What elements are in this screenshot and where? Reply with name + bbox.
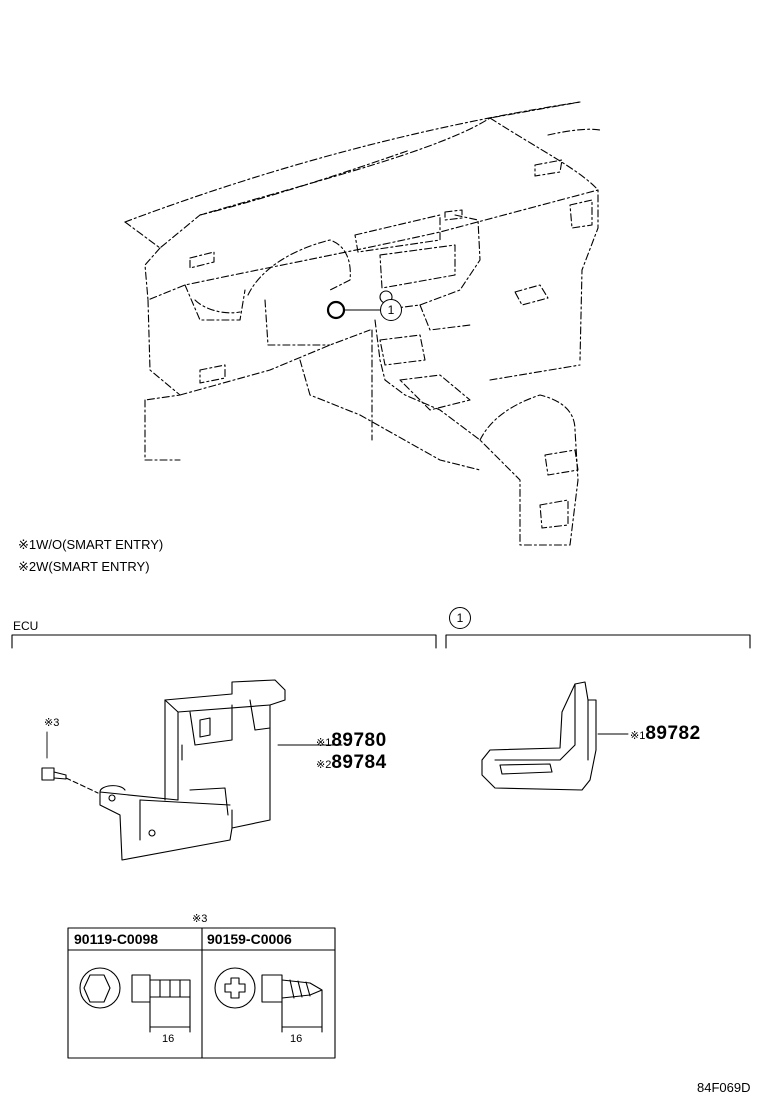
ecu-illustration <box>41 679 343 861</box>
note-1-mark: ※1 <box>18 537 37 552</box>
note-2-text: W(SMART ENTRY) <box>36 559 150 574</box>
bracket-section-bracket <box>445 634 751 649</box>
fastener-table <box>67 927 336 1059</box>
table-header-screw[interactable]: 90159-C0006 <box>207 931 292 947</box>
table-header-bolt[interactable]: 90119-C0098 <box>74 931 159 947</box>
bracket-illustration <box>481 681 629 791</box>
bracket-part[interactable]: ※189782 <box>630 723 701 745</box>
ecu-section-bracket <box>11 634 437 649</box>
ecu-part-2-number[interactable]: 89784 <box>331 752 387 773</box>
dashboard-illustration <box>124 101 601 546</box>
note-2-mark: ※2 <box>18 559 37 574</box>
ecu-part-1-mark: ※1 <box>316 737 332 749</box>
ecu-part-2-mark: ※2 <box>316 759 332 771</box>
note-2: ※2W(SMART ENTRY) <box>18 559 150 575</box>
table-mark: ※3 <box>192 913 208 925</box>
dashboard-callout[interactable]: 1 <box>380 299 402 321</box>
bolt-mark: ※3 <box>44 717 60 729</box>
ecu-section-label: ECU <box>13 619 39 633</box>
part-location-marker <box>326 300 346 320</box>
note-1: ※1W/O(SMART ENTRY) <box>18 537 163 553</box>
screw-length-dimension: 16 <box>290 1033 303 1045</box>
ecu-part-2[interactable]: ※289784 <box>316 752 387 774</box>
bracket-part-number[interactable]: 89782 <box>645 723 701 744</box>
note-1-text: W/O(SMART ENTRY) <box>36 537 164 552</box>
bolt-length-dimension: 16 <box>162 1033 175 1045</box>
diagram-code: 84F069D <box>697 1080 751 1095</box>
bracket-part-mark: ※1 <box>630 730 646 742</box>
ecu-part-1[interactable]: ※189780 <box>316 730 387 752</box>
ecu-part-1-number[interactable]: 89780 <box>331 730 387 751</box>
bracket-section-callout[interactable]: 1 <box>449 607 471 629</box>
